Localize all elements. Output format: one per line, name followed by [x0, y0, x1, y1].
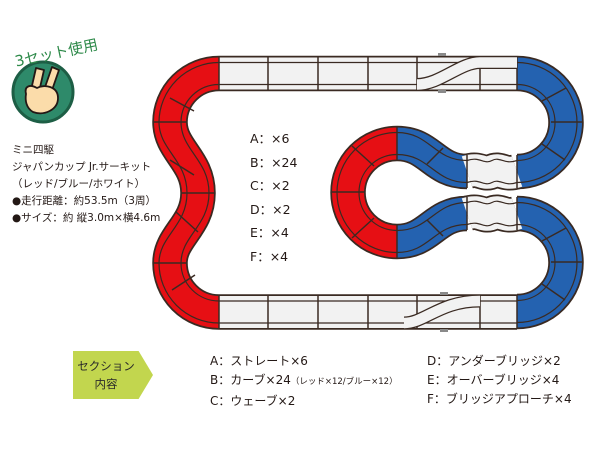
legend-d: D：アンダーブリッジ×2: [427, 354, 561, 368]
legend-a: A：ストレート×6: [210, 354, 308, 368]
bridge-pillar-icon: [440, 329, 448, 332]
arrow-tag-shape: [73, 351, 153, 399]
section-tag-line1: セクション: [77, 359, 135, 373]
count-c: C：×2: [250, 178, 290, 193]
peace-sign-hand-icon: [11, 60, 75, 124]
legend-f: F：ブリッジアプローチ×4: [427, 392, 572, 406]
info-title: ミニ四駆: [12, 144, 54, 156]
three-set-use-badge: 3セット使用: [0, 20, 100, 130]
count-a: A：×6: [250, 131, 290, 146]
legend-right: D：アンダーブリッジ×2 E：オーバーブリッジ×4 F：ブリッジアプローチ×4: [427, 352, 572, 409]
section-tag-line2: 内容: [94, 377, 118, 391]
lane-lines: [158, 61, 578, 324]
blue-s-curve-top: [397, 144, 467, 172]
legend-e: E：オーバーブリッジ×4: [427, 373, 560, 387]
info-subtitle: ジャパンカップ Jr.サーキット: [12, 161, 152, 173]
info-colors: （レッド/ブルー/ホワイト）: [12, 178, 146, 190]
info-distance: ●走行距離：約53.5m（3周）: [12, 195, 156, 207]
info-size: ●サイズ：約 縦3.0m×横4.6m: [12, 212, 161, 224]
part-counts: A：×6 B：×24 C：×2 D：×2 E：×4 F：×4: [250, 127, 297, 268]
track-fill: [170, 74, 566, 313]
legend-b-note: （レッド×12/ブルー×12）: [290, 377, 398, 387]
count-f: F：×4: [250, 248, 289, 264]
legend-left: A：ストレート×6 B：カーブ×24（レッド×12/ブルー×12） C：ウェーブ…: [210, 352, 398, 411]
bridge-crossing-top: [416, 53, 517, 93]
circuit-info: ミニ四駆 ジャパンカップ Jr.サーキット （レッド/ブルー/ホワイト） ●走行…: [12, 142, 160, 227]
legend-b-row: B：カーブ×24（レッド×12/ブルー×12）: [210, 371, 398, 392]
blue-s-curve-bottom: [397, 214, 467, 242]
bridge-pillar-icon: [440, 292, 448, 295]
count-e: E：×4: [250, 225, 289, 240]
section-tag-text: セクション 内容: [73, 357, 139, 393]
bridge-pillar-icon: [438, 53, 446, 56]
bridge-pillar-icon: [438, 90, 446, 93]
legend-c: C：ウェーブ×2: [210, 394, 296, 408]
count-b: B：×24: [250, 154, 298, 170]
wave-section-top: [467, 170, 517, 173]
section-contents-tag: セクション 内容: [73, 351, 153, 399]
wave-section-bottom: [467, 212, 517, 215]
legend-b: B：カーブ×24: [210, 373, 291, 387]
count-d: D：×2: [250, 201, 291, 217]
segment-dividers: [153, 56, 583, 329]
bridge-crossing-bottom: [403, 292, 481, 332]
track-outline: [170, 74, 566, 313]
